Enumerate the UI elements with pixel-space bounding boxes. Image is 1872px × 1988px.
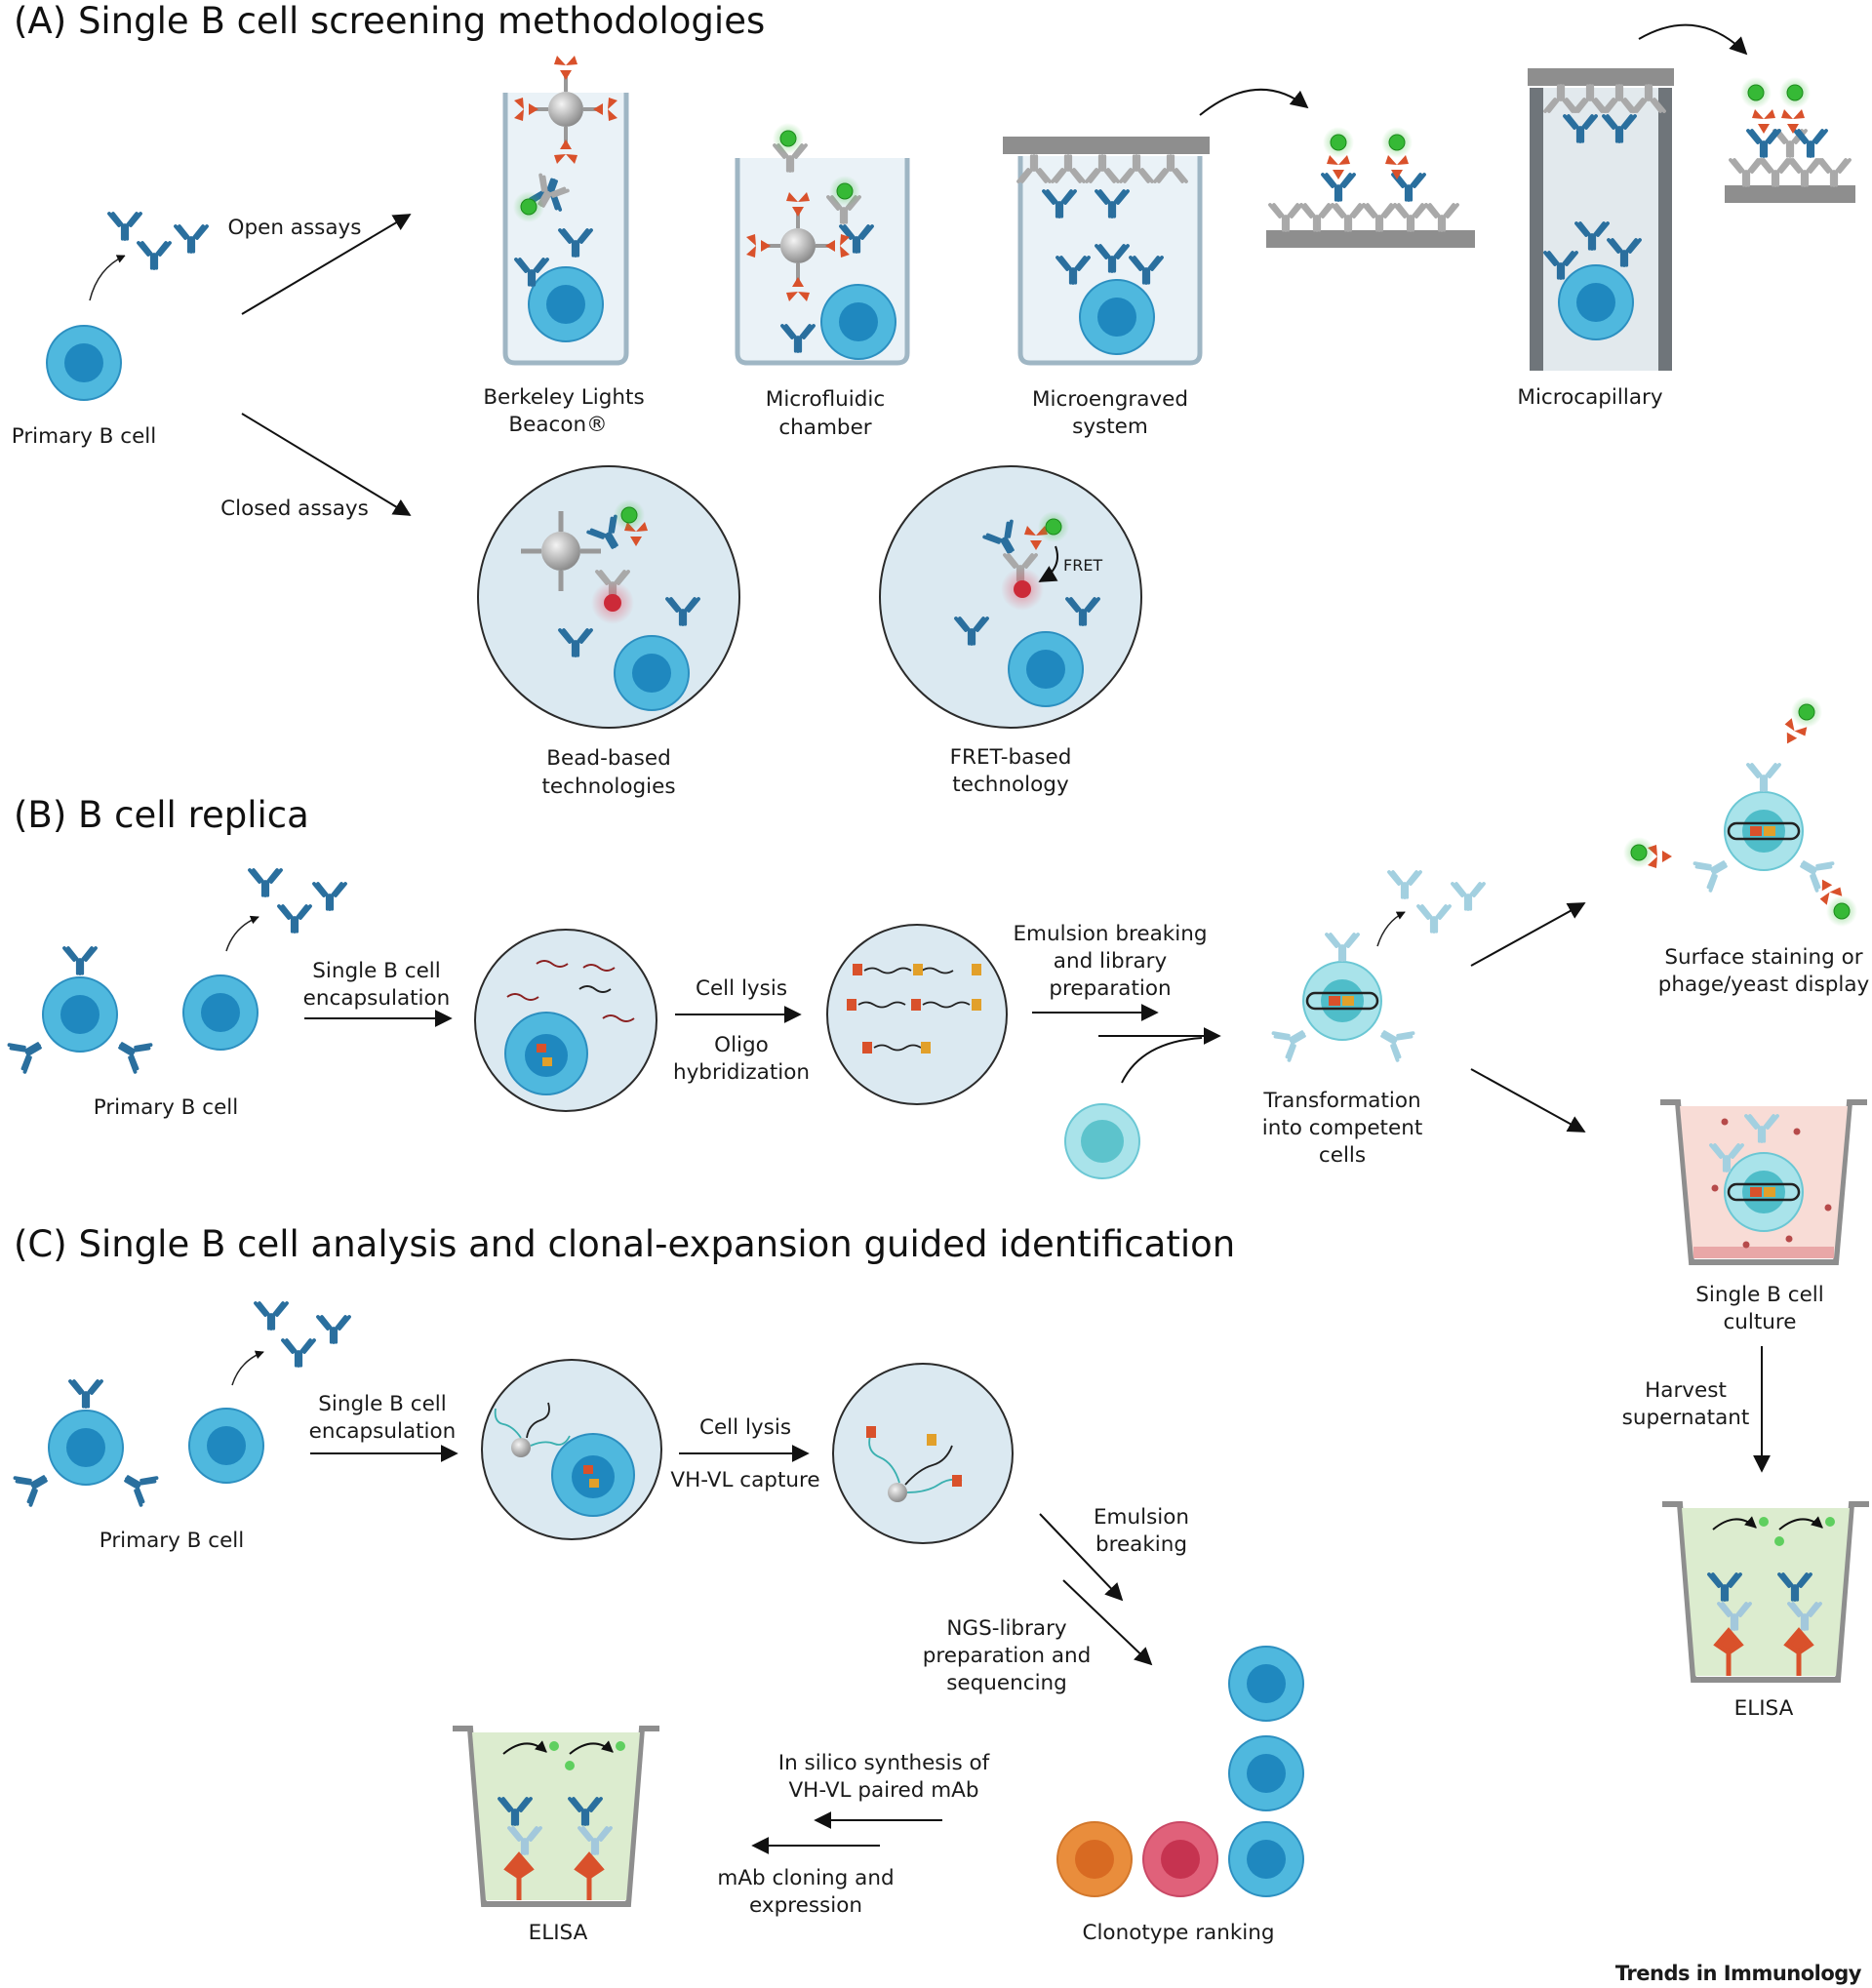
fret-based-label-2: technology (952, 773, 1069, 797)
microcapillary-label: Microcapillary (1517, 385, 1662, 410)
b-encapsulation-label-2: encapsulation (303, 986, 451, 1011)
b-culture-arrow (1470, 1068, 1586, 1133)
journal-brand: Trends in Immunology (1615, 1962, 1862, 1985)
open-assays-label: Open assays (228, 216, 362, 240)
cloning-label-1: mAb cloning and (717, 1866, 894, 1890)
transformation-label-3: cells (1319, 1143, 1366, 1168)
surface-label-2: phage/yeast display (1658, 973, 1870, 997)
panel-a-title: (A) Single B cell screening methodologie… (14, 0, 765, 42)
c-ngs-label-1: NGS-library (946, 1616, 1067, 1641)
fret-based-droplet (879, 465, 1142, 729)
microengraved-label-2: system (1072, 415, 1148, 439)
insilico-label-2: VH-VL paired mAb (788, 1778, 978, 1803)
transformed-cell (1271, 870, 1486, 1062)
culture-well (1660, 1099, 1867, 1265)
beacon-label-1: Berkeley Lights (483, 385, 644, 410)
c-droplet-2 (832, 1363, 1014, 1544)
open-assays-arrow (241, 214, 412, 315)
b-lysis-label: Cell lysis (696, 976, 787, 1001)
c-emulsion-arrow (1039, 1513, 1124, 1602)
insilico-label-1: In silico synthesis of (778, 1751, 990, 1775)
closed-assays-label: Closed assays (220, 497, 369, 521)
fret-based-label-1: FRET-based (950, 745, 1072, 770)
elisa-label-c: ELISA (529, 1921, 588, 1945)
c-emulsion-label-1: Emulsion (1094, 1505, 1189, 1530)
harvest-label-2: supernatant (1622, 1406, 1750, 1430)
microfluidic-label-2: chamber (778, 416, 871, 440)
b-droplet-2 (826, 924, 1008, 1105)
clonotype-label: Clonotype ranking (1082, 1921, 1274, 1945)
c-droplet-1 (481, 1359, 662, 1540)
b-droplet-1 (474, 929, 657, 1112)
c-encapsulation-label-2: encapsulation (309, 1419, 457, 1444)
c-ngs-label-3: sequencing (946, 1671, 1067, 1695)
clonotype-cells (1056, 1646, 1304, 1897)
c-ngs-arrow (1062, 1579, 1153, 1666)
bead-based-droplet (477, 465, 740, 729)
b-emulsion-label-2: and library (1054, 949, 1168, 974)
culture-label-2: culture (1723, 1310, 1796, 1334)
primary-b-cell-c (188, 1301, 351, 1484)
b-merge-curve (1121, 1037, 1203, 1084)
closed-assays-arrow (241, 413, 412, 516)
microengraved-system (1003, 88, 1475, 366)
panel-c-title: (C) Single B cell analysis and clonal-ex… (14, 1223, 1235, 1265)
bead-label-2: technologies (541, 775, 675, 799)
surface-label-1: Surface staining or (1664, 945, 1862, 970)
microcapillary (1528, 23, 1855, 371)
c-capture-label: VH-VL capture (670, 1468, 819, 1492)
bead-label-1: Bead-based (546, 746, 670, 771)
primary-cell-label-c: Primary B cell (100, 1529, 245, 1553)
b-hybridization-label-1: Oligo (714, 1033, 769, 1057)
harvest-label-1: Harvest (1645, 1378, 1727, 1403)
elisa-well-b (1662, 1501, 1869, 1683)
panel-b-title: (B) B cell replica (14, 794, 309, 836)
c-emulsion-label-2: breaking (1095, 1532, 1187, 1557)
primary-b-cell-a (46, 212, 209, 401)
b-hybridization-label-2: hybridization (673, 1060, 810, 1085)
transformation-label-2: into competent (1262, 1116, 1423, 1140)
b-display-arrow (1470, 902, 1586, 967)
primary-b-cell-b (182, 868, 347, 1051)
microfluidic-label-1: Microfluidic (766, 387, 885, 412)
c-ngs-label-2: preparation and (923, 1644, 1092, 1668)
primary-cell-label-a: Primary B cell (12, 424, 157, 449)
b-encapsulation-label-1: Single B cell (312, 959, 441, 983)
microengraved-label-1: Microengraved (1032, 387, 1188, 412)
transformation-label-1: Transformation (1262, 1089, 1420, 1113)
b-emulsion-label-3: preparation (1049, 976, 1171, 1001)
c-encapsulation-label-1: Single B cell (318, 1392, 447, 1416)
competent-cell (1064, 1103, 1140, 1179)
elisa-label-b: ELISA (1734, 1696, 1794, 1721)
primary-b-cell-b-with-antibodies (7, 946, 153, 1074)
fret-label: FRET (1063, 556, 1102, 575)
cloning-label-2: expression (749, 1893, 862, 1918)
c-lysis-label: Cell lysis (699, 1415, 791, 1440)
b-emulsion-label-1: Emulsion breaking (1013, 922, 1207, 946)
beacon-label-2: Beacon® (508, 413, 607, 437)
primary-b-cell-c-with-antibodies (13, 1379, 159, 1507)
beacon-well (502, 56, 629, 366)
elisa-well-c (453, 1726, 659, 1907)
primary-cell-label-b: Primary B cell (94, 1095, 239, 1120)
microfluidic-chamber (735, 122, 910, 366)
culture-label-1: Single B cell (1695, 1283, 1824, 1307)
surface-display-cell (1622, 696, 1858, 928)
